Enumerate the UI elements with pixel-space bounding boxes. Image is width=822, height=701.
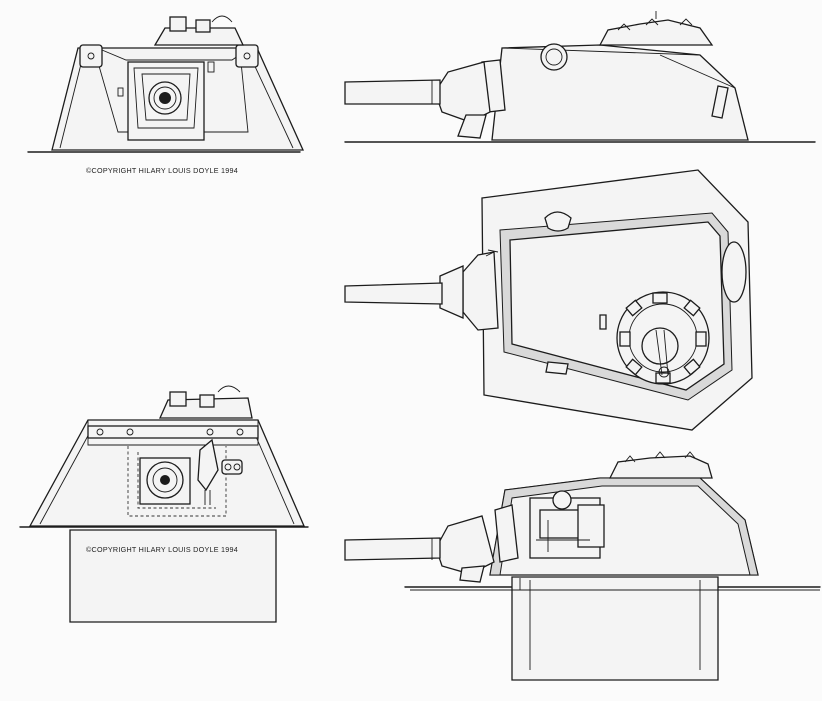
turret-front-section bbox=[19, 385, 309, 623]
turret-side-view bbox=[344, 11, 816, 143]
commander-cupola bbox=[616, 291, 710, 385]
turret-side-section bbox=[344, 451, 821, 681]
turret-top-view bbox=[344, 169, 753, 431]
copyright-notice-bottom: ©COPYRIGHT HILARY LOUIS DOYLE 1994 bbox=[86, 545, 239, 554]
copyright-notice-top: ©COPYRIGHT HILARY LOUIS DOYLE 1994 bbox=[86, 166, 239, 175]
turret-front-view bbox=[27, 15, 305, 153]
